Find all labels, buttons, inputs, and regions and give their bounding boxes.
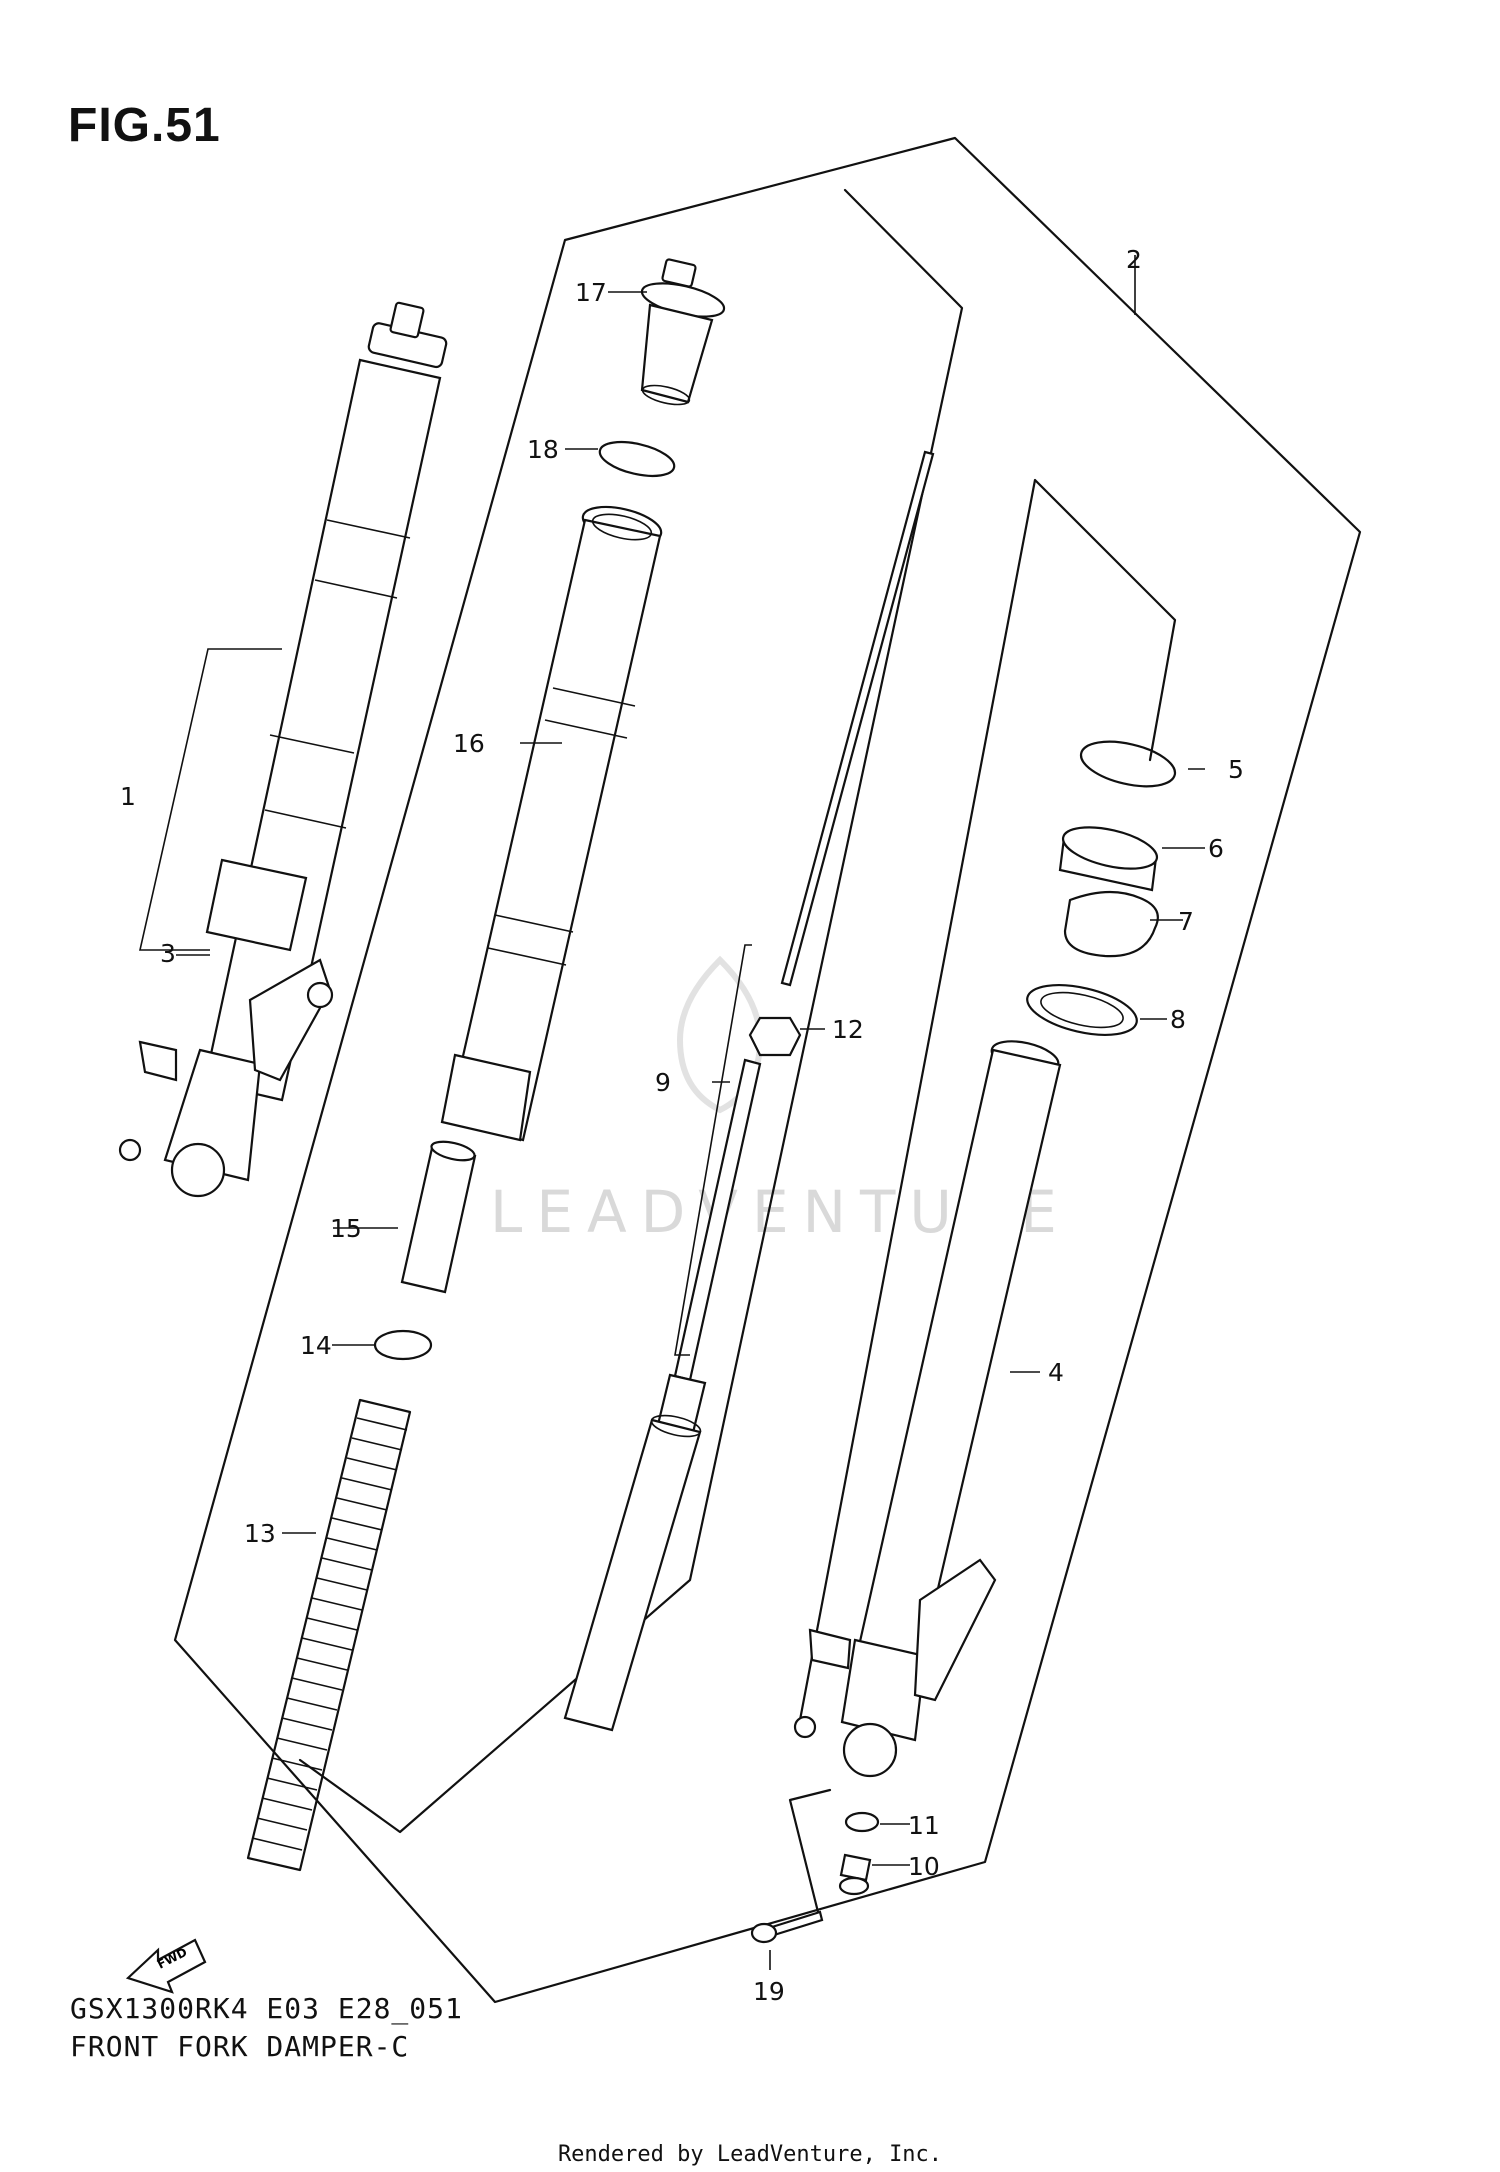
callout-13: 13 (244, 1519, 276, 1548)
callout-7: 7 (1178, 907, 1194, 936)
callout-10: 10 (908, 1852, 940, 1881)
callout-19: 19 (753, 1977, 785, 2006)
dust-seal-8 (1026, 984, 1138, 1036)
damper-bolt-10 (838, 1853, 872, 1896)
oil-seal-6 (1058, 826, 1159, 892)
fork-spring-13 (246, 1398, 412, 1872)
fork-assembly-left (118, 301, 448, 1198)
outer-tube-4 (793, 1040, 1062, 1778)
callout-14: 14 (300, 1331, 332, 1360)
cap-bolt-17 (640, 258, 726, 406)
damper-rod-9 (563, 450, 935, 1732)
callout-8: 8 (1170, 1005, 1186, 1034)
callout-17: 17 (575, 278, 607, 307)
spring-seat-14 (373, 1329, 433, 1361)
callout-3: 3 (160, 939, 176, 968)
callout-11: 11 (908, 1811, 940, 1840)
watermark-logo (676, 955, 764, 1114)
forward-arrow-icon: FWD (125, 1938, 207, 1994)
assembly-name: FRONT FORK DAMPER-C (70, 2030, 410, 2063)
callout-leaders (138, 255, 1205, 1970)
callout-numbers: 1 2 3 4 5 6 7 8 9 10 11 12 13 14 15 16 1… (120, 245, 1244, 2006)
assembly-boundary-outline (173, 136, 1362, 2004)
callout-6: 6 (1208, 834, 1224, 863)
inner-tube-16 (440, 505, 663, 1142)
callout-1: 1 (120, 782, 136, 811)
lock-nut-12 (748, 1016, 802, 1057)
callout-15: 15 (330, 1214, 362, 1243)
o-ring-18 (598, 440, 676, 478)
callout-2: 2 (1126, 245, 1142, 274)
gasket-11 (844, 1811, 880, 1833)
outer-tube-subgroup-bracket (798, 478, 1177, 1722)
damper-subgroup-bracket (298, 188, 964, 1834)
callout-16: 16 (453, 729, 485, 758)
small-parts-bracket (788, 1788, 832, 1922)
spacer-15 (400, 1146, 477, 1294)
callout-18: 18 (527, 435, 559, 464)
bolt-19 (750, 1910, 824, 1944)
callout-4: 4 (1048, 1358, 1064, 1387)
stopper-ring-5 (1079, 740, 1177, 788)
model-code: GSX1300RK4 E03 E28_051 (70, 1992, 463, 2025)
retaining-ring-7 (1063, 890, 1159, 958)
rendered-by-credit: Rendered by LeadVenture, Inc. (557, 2142, 943, 2167)
figure-title: FIG.51 (68, 99, 221, 152)
callout-9: 9 (655, 1068, 671, 1097)
callout-5: 5 (1228, 755, 1244, 784)
callout-12: 12 (832, 1015, 864, 1044)
